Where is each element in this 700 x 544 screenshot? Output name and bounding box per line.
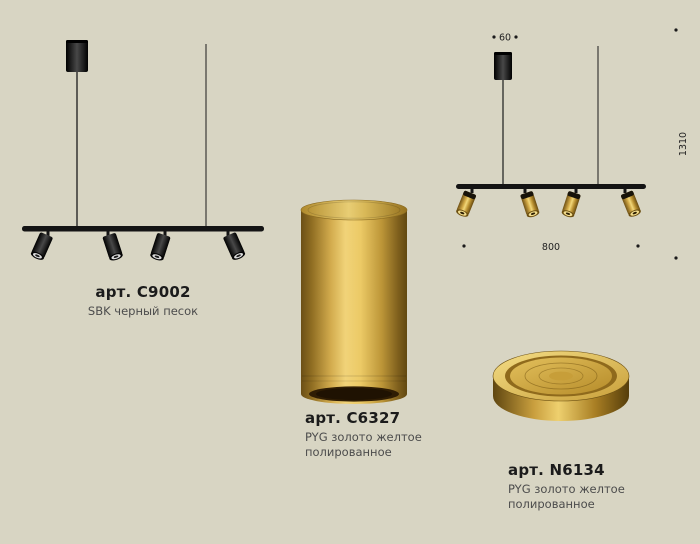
suspension-cables (76, 44, 207, 226)
gold-spot-4 (621, 188, 641, 217)
dimension-height-label: 1310 (678, 132, 689, 156)
article-code-n6134: арт. N6134 (508, 461, 605, 479)
dimension-width: 800 (462, 242, 640, 253)
cylinder-bottom-opening (309, 386, 399, 402)
pendant-black-illustration (22, 40, 264, 261)
article-code-c9002: арт. C9002 (95, 283, 191, 301)
cylinder-body (301, 210, 407, 404)
caption-c9002: арт. C9002 SBK черный песок (18, 283, 268, 319)
dimension-width-label: 800 (542, 242, 560, 253)
ceiling-canopy (66, 40, 88, 72)
ring-gold-illustration (492, 350, 630, 421)
finish-label-c6327: PYG золото желтое полированное (305, 430, 422, 459)
finish-label-n6134: PYG золото желтое полированное (508, 482, 625, 511)
dimension-top: 60 (492, 33, 518, 44)
track-bar (22, 226, 264, 232)
ring-top (492, 350, 630, 402)
track-bar-gold-fixture (456, 184, 646, 189)
caption-n6134: арт. N6134 PYG золото желтое полированно… (508, 461, 640, 512)
ceiling-canopy-gold-fixture (494, 52, 512, 80)
dimension-top-label: 60 (499, 33, 511, 44)
gold-spot-1 (456, 188, 476, 217)
spot-light-1 (30, 230, 53, 260)
cylinder-gold-illustration (300, 199, 408, 404)
gold-spot-3 (561, 188, 581, 218)
dimension-height: 1310 (674, 28, 689, 260)
article-code-c6327: арт. C6327 (305, 409, 401, 427)
spot-light-2 (102, 230, 123, 261)
cylinder-top (300, 199, 408, 221)
suspension-cables-gold-fixture (502, 46, 599, 184)
spot-light-3 (150, 230, 171, 261)
gold-spot-2 (520, 188, 540, 218)
spot-light-4 (223, 230, 246, 260)
pendant-gold-illustration: 60 (456, 28, 689, 260)
caption-c6327: арт. C6327 PYG золото желтое полированно… (305, 409, 437, 460)
finish-label-c9002: SBK черный песок (87, 304, 199, 318)
